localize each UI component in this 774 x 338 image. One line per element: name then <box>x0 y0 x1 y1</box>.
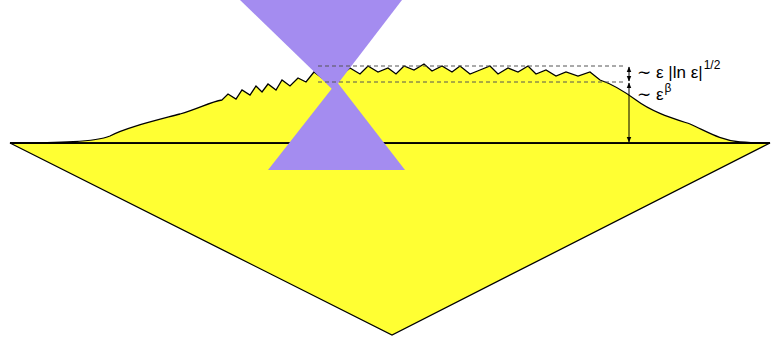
dimension-label: ∼ ε |ln ε| <box>637 64 703 81</box>
dashed-level <box>318 66 625 67</box>
exponent-label: 1/2 <box>704 59 721 71</box>
exponent-label: β <box>665 82 672 94</box>
lower-tip <box>268 82 405 170</box>
dashed-level <box>318 82 625 83</box>
dimension-label: ∼ ε <box>637 86 664 103</box>
base-line <box>10 142 770 143</box>
dimension-arrow <box>629 67 630 81</box>
rough-surface <box>10 64 770 143</box>
substrate-triangle <box>10 143 770 335</box>
dimension-arrow <box>629 83 630 142</box>
upper-tip <box>240 0 402 90</box>
